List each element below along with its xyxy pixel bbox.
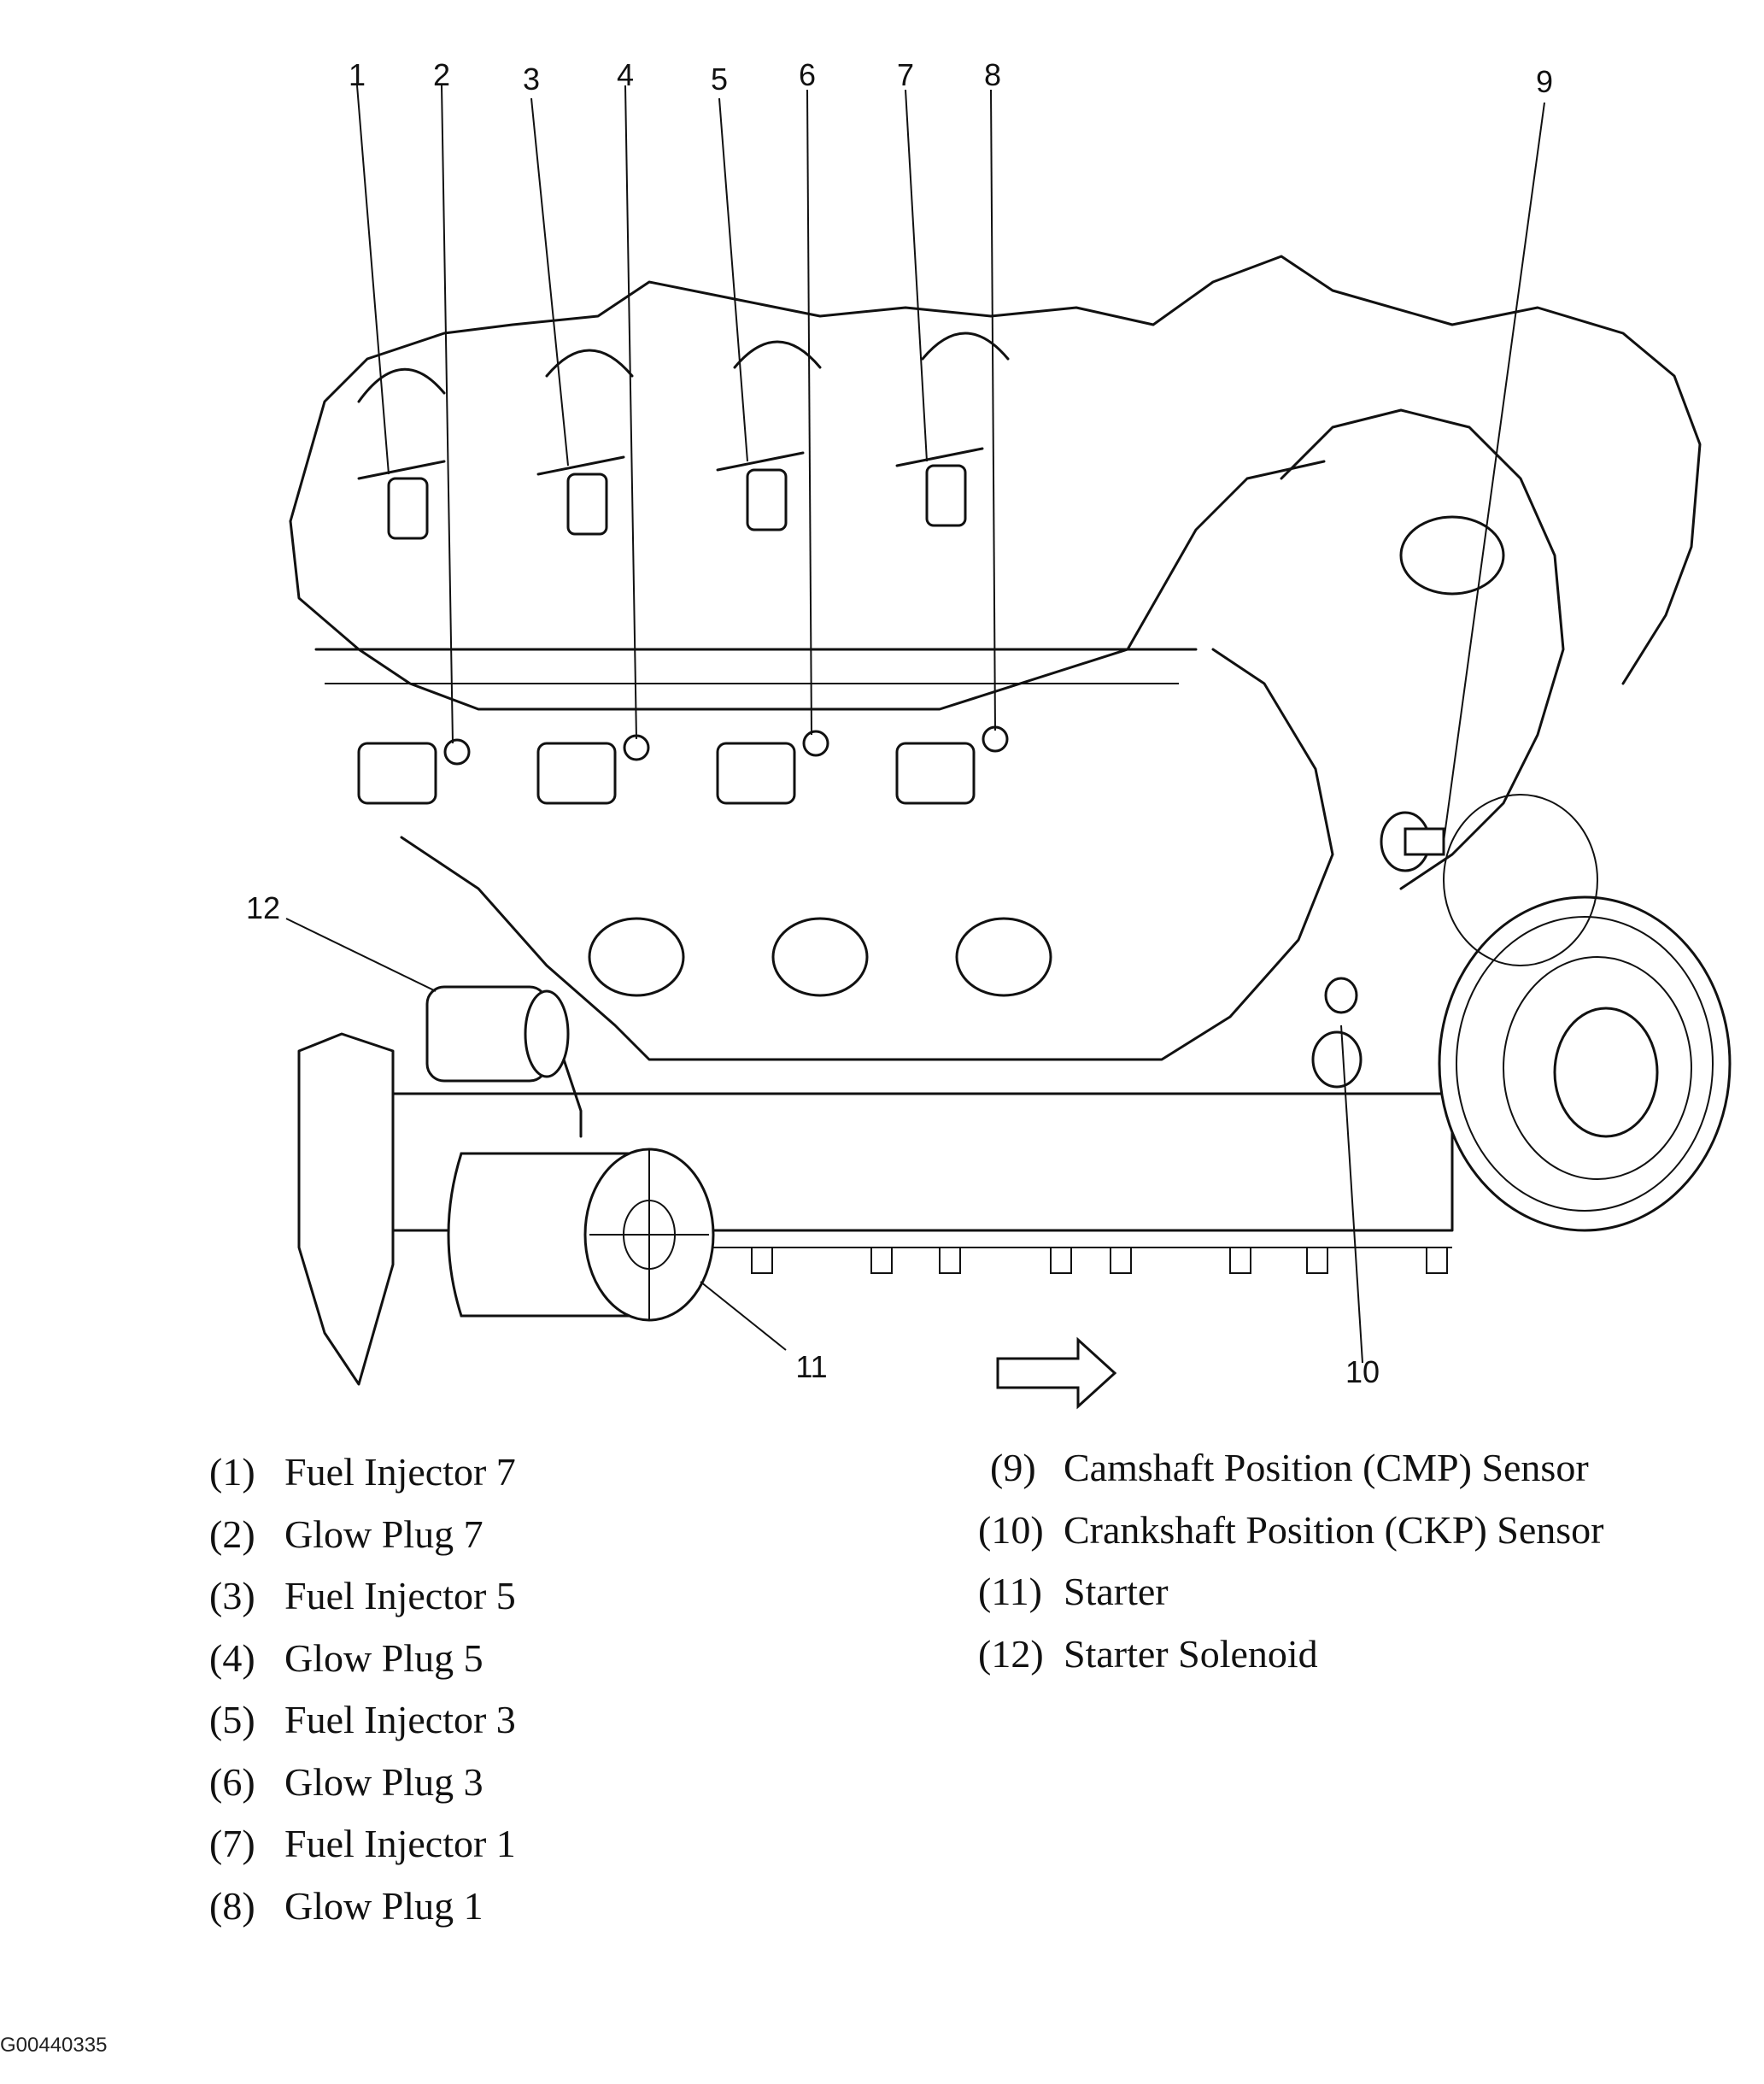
legend-item: (2)Glow Plug 7 (209, 1512, 483, 1556)
legend-item: (6)Glow Plug 3 (209, 1760, 483, 1804)
callout-11: 11 (795, 1349, 827, 1384)
callout-1: 1 (349, 57, 366, 92)
callout-3: 3 (523, 62, 540, 97)
callout-12: 12 (246, 890, 280, 925)
legend-item: (1)Fuel Injector 7 (209, 1450, 516, 1494)
callout-9: 9 (1536, 64, 1553, 99)
legend-item: (4)Glow Plug 5 (209, 1636, 483, 1680)
legend-item: (12)Starter Solenoid (978, 1632, 1318, 1676)
leader-lines (285, 85, 1545, 1364)
legend-item: (9)Camshaft Position (CMP) Sensor (990, 1446, 1589, 1489)
figure-id: G00440335 (0, 2034, 108, 2057)
direction-arrow-icon (996, 1336, 1117, 1410)
callout-8: 8 (984, 57, 1001, 92)
legend-item: (11)Starter (978, 1570, 1169, 1613)
legend-item: (8)Glow Plug 1 (209, 1884, 483, 1928)
callout-7: 7 (897, 57, 914, 92)
legend-item: (10)Crankshaft Position (CKP) Sensor (978, 1508, 1604, 1552)
callout-5: 5 (711, 62, 728, 97)
legend-item: (5)Fuel Injector 3 (209, 1698, 516, 1741)
legend-item: (3)Fuel Injector 5 (209, 1574, 516, 1617)
engine-diagram: 1 2 3 4 5 6 7 8 9 10 11 12 (246, 57, 1732, 1410)
callout-4: 4 (617, 57, 634, 92)
callout-6: 6 (799, 57, 816, 92)
engine-illustration (289, 255, 1732, 1410)
callout-numbers: 1 2 3 4 5 6 7 8 9 10 11 12 (246, 57, 1553, 1389)
callout-2: 2 (433, 57, 450, 92)
legend-item: (7)Fuel Injector 1 (209, 1822, 516, 1865)
callout-10: 10 (1345, 1354, 1380, 1389)
